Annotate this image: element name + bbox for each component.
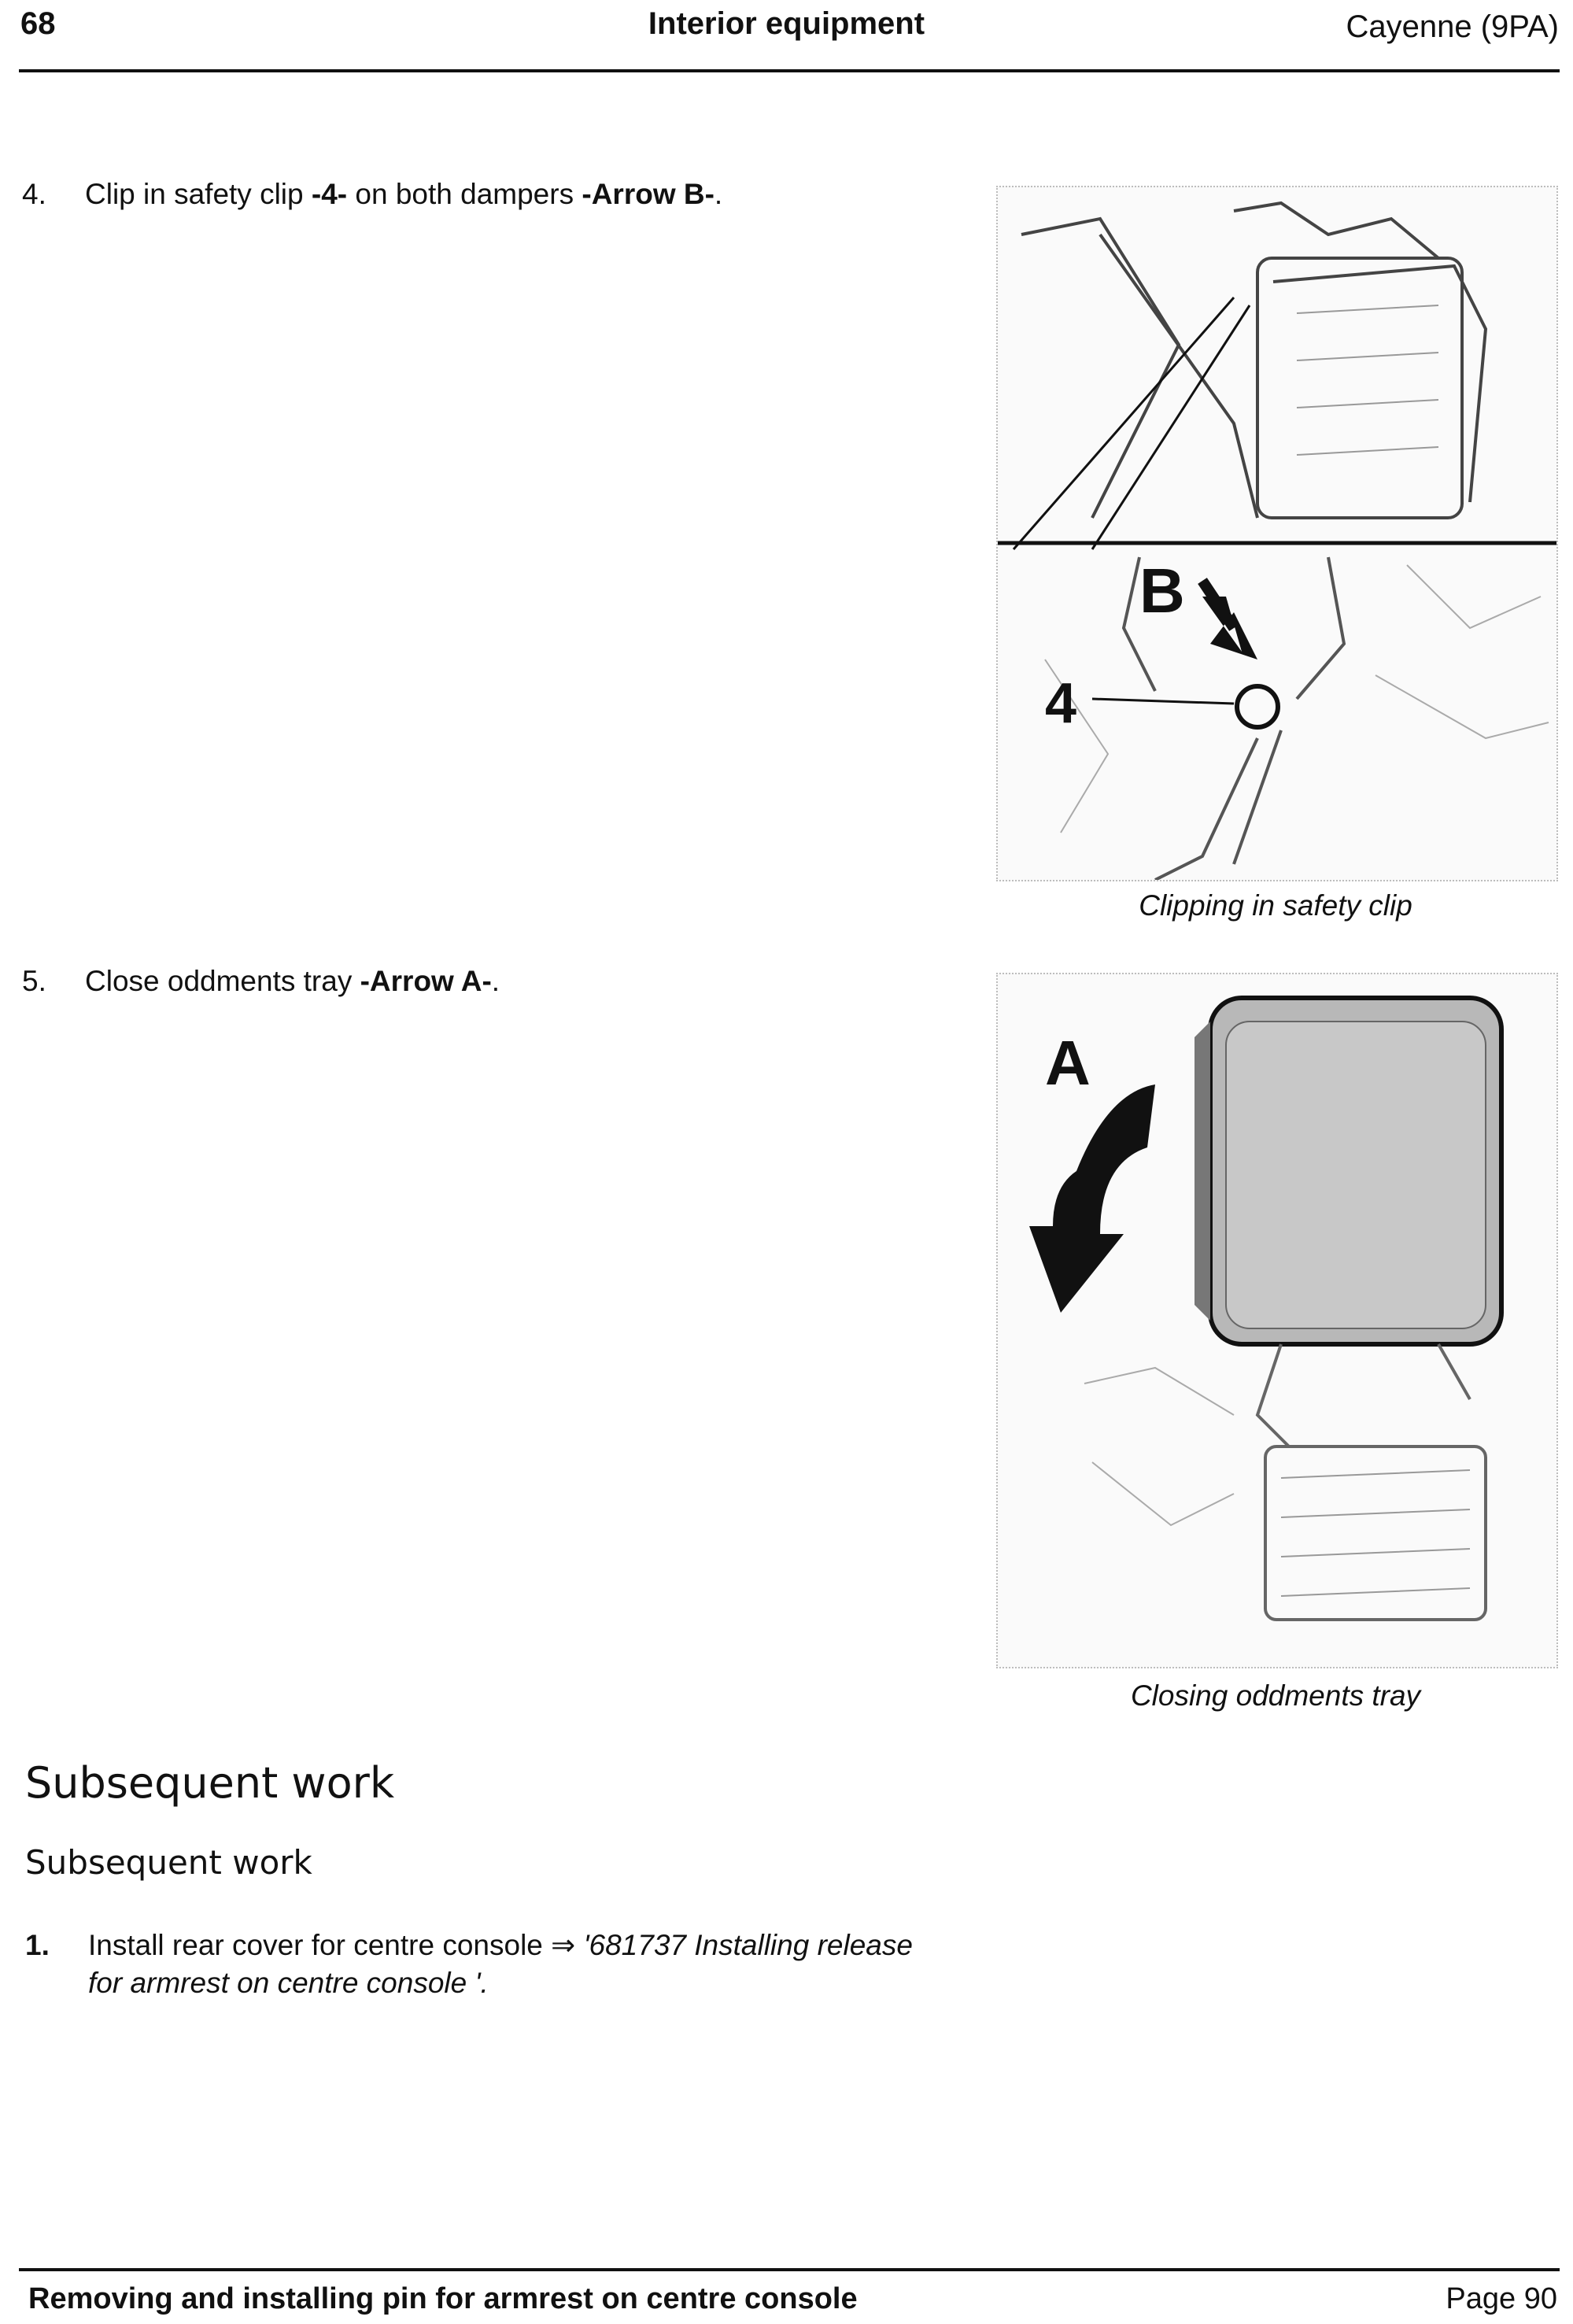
step-text: Clip in safety clip (85, 178, 312, 210)
page-number: 68 (20, 6, 56, 41)
step-4: 4. Clip in safety clip -4- on both damper… (22, 176, 722, 212)
step-text: Close oddments tray (85, 965, 360, 997)
step-text: . (714, 178, 723, 210)
figure-label-a: A (1045, 1028, 1091, 1098)
step-arrow-ref: -Arrow A- (360, 965, 492, 997)
footer-divider (19, 2268, 1560, 2271)
figure-caption: Closing oddments tray (1130, 1679, 1421, 1712)
footer-page-number: Page 90 (1446, 2282, 1557, 2315)
step-part-ref: -4- (311, 178, 348, 210)
footer-title: Removing and installing pin for armrest … (28, 2282, 858, 2315)
figure-caption: Clipping in safety clip (1139, 889, 1412, 922)
subsequent-step-1: 1.Install rear cover for centre console … (25, 1927, 1001, 2002)
step-arrow-ref: -Arrow B- (582, 178, 714, 210)
cross-reference-link-continued[interactable]: for armrest on centre console '. (88, 1967, 489, 1999)
cross-reference-arrow-icon: ⇒ (551, 1929, 576, 1961)
model-label: Cayenne (9PA) (1346, 9, 1559, 44)
section-title: Interior equipment (648, 6, 925, 41)
figure-safety-clip: B 4 (996, 186, 1558, 881)
section-heading: Subsequent work (25, 1758, 395, 1808)
safety-clip-illustration: B 4 (998, 201, 1556, 880)
oddments-tray-illustration: A (1029, 996, 1504, 1621)
step-text: Install rear cover for centre console (88, 1929, 552, 1961)
header-divider (19, 69, 1560, 72)
step-text: on both dampers (347, 178, 582, 210)
figure-oddments-tray: A (996, 973, 1558, 1668)
cross-reference-link[interactable]: '681737 Installing release (583, 1929, 913, 1961)
step-5: 5. Close oddments tray -Arrow A-. (22, 963, 500, 999)
step-number: 5. (22, 965, 46, 997)
step-number: 4. (22, 178, 46, 210)
section-subheading: Subsequent work (25, 1843, 312, 1882)
step-number: 1. (25, 1929, 50, 1961)
step-text: . (491, 965, 500, 997)
figure-label-b: B (1139, 556, 1185, 626)
figure-label-4: 4 (1045, 672, 1076, 735)
